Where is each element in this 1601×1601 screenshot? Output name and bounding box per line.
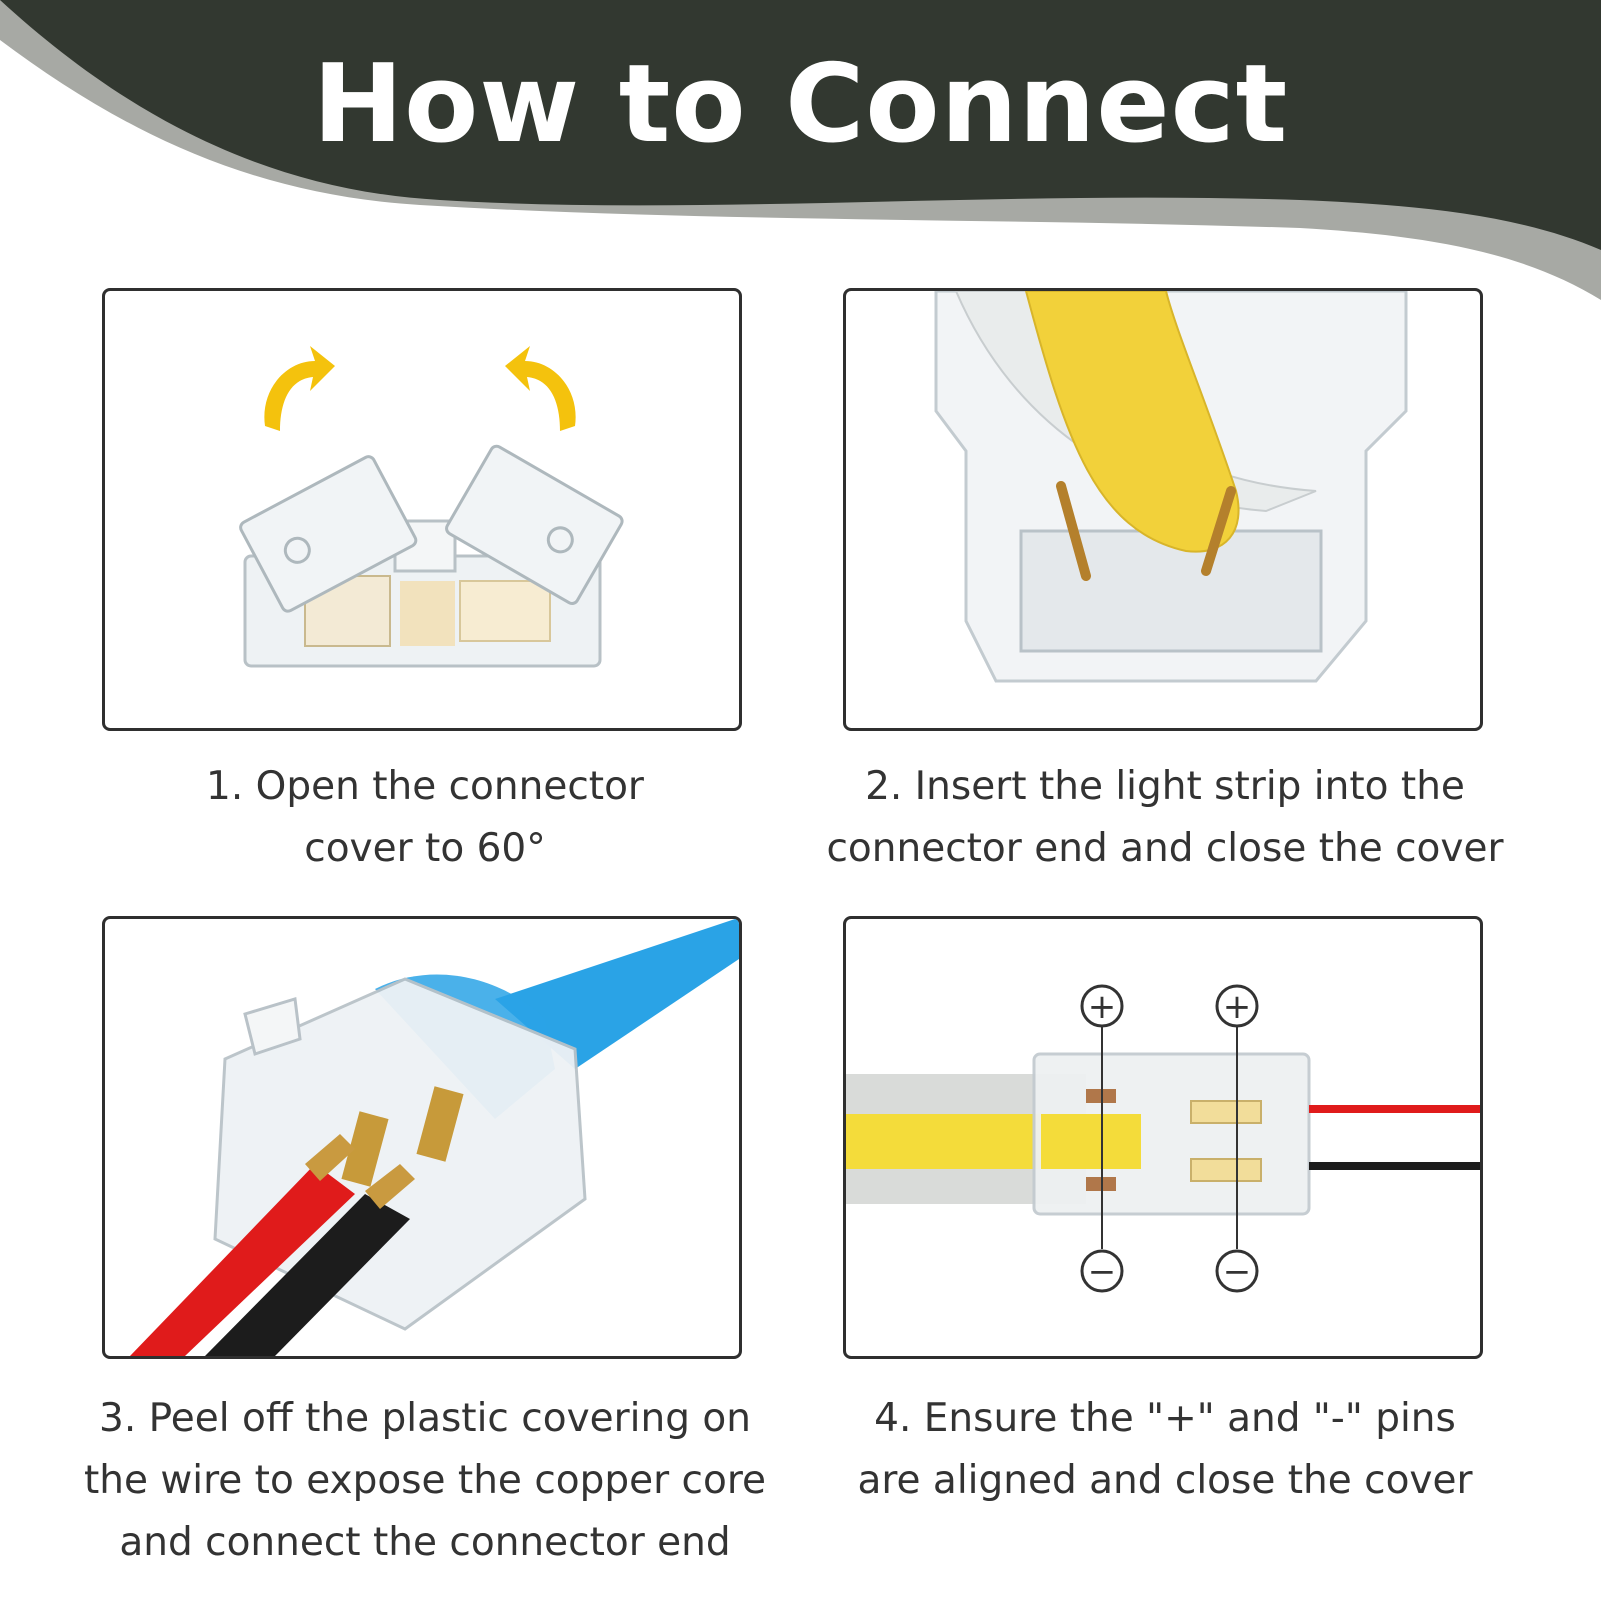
strip-insert-icon bbox=[934, 291, 1408, 683]
caption-line: connector end and close the cover bbox=[826, 826, 1504, 871]
step-4-image: + + − − bbox=[843, 916, 1483, 1359]
step-3-caption: 3. Peel off the plastic covering on the … bbox=[60, 1388, 790, 1574]
step-1-caption: 1. Open the connector cover to 60° bbox=[80, 756, 770, 880]
connector-open-icon bbox=[239, 346, 624, 668]
svg-text:−: − bbox=[1088, 1252, 1117, 1292]
header-background bbox=[0, 0, 1601, 300]
caption-line: the wire to expose the copper core bbox=[83, 1458, 767, 1503]
minus-pin-marker-left: − bbox=[1080, 1249, 1124, 1293]
page-title: How to Connect bbox=[312, 42, 1289, 167]
caption-line: cover to 60° bbox=[304, 826, 546, 871]
caption-line: 4. Ensure the "+" and "-" pins bbox=[874, 1396, 1456, 1441]
minus-pin-marker-right: − bbox=[1215, 1249, 1259, 1293]
step-2-image bbox=[843, 288, 1483, 731]
step-4-caption: 4. Ensure the "+" and "-" pins are align… bbox=[805, 1388, 1525, 1512]
caption-line: 3. Peel off the plastic covering on bbox=[99, 1396, 751, 1441]
svg-text:+: + bbox=[1223, 987, 1252, 1027]
pin-alignment-icon: + + − − bbox=[846, 984, 1480, 1293]
step-3-image bbox=[102, 916, 742, 1359]
plus-pin-marker-left: + bbox=[1080, 984, 1124, 1028]
caption-line: are aligned and close the cover bbox=[857, 1458, 1473, 1503]
wire-connect-icon bbox=[130, 919, 739, 1356]
caption-line: 2. Insert the light strip into the bbox=[865, 764, 1465, 809]
caption-line: and connect the connector end bbox=[119, 1520, 731, 1565]
svg-text:+: + bbox=[1088, 987, 1117, 1027]
step-2-caption: 2. Insert the light strip into the conne… bbox=[805, 756, 1525, 880]
step-1-image bbox=[102, 288, 742, 731]
svg-text:−: − bbox=[1223, 1252, 1252, 1292]
caption-line: 1. Open the connector bbox=[206, 764, 644, 809]
plus-pin-marker-right: + bbox=[1215, 984, 1259, 1028]
